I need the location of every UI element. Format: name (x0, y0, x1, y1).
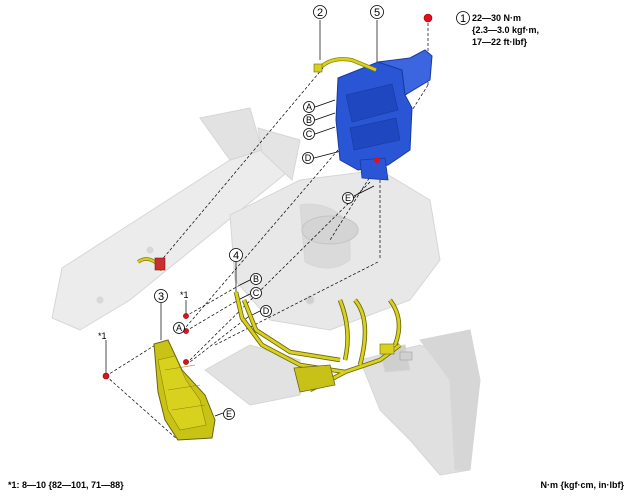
bolt-star-1 (102, 372, 110, 380)
torque-spec: 22—30 N·m {2.3—3.0 kgf·m, 17—22 ft·lbf} (472, 13, 539, 47)
callout-E-top: E (345, 193, 351, 203)
dashed-assembly-lines (105, 18, 429, 441)
callout-D-bottom: D (263, 306, 270, 316)
callout-3: 3 (158, 291, 164, 303)
callout-A-bottom: A (176, 323, 182, 333)
cover-part-3 (153, 339, 216, 441)
bolt-D (183, 359, 189, 365)
callout-1: 1 (460, 13, 466, 25)
callout-C-bottom: C (253, 288, 260, 298)
star-mark-left: *1 (98, 331, 107, 341)
torque-line-1: 22—30 N·m (472, 13, 521, 23)
callout-5: 5 (374, 7, 380, 19)
callout-labels: 2 5 1 3 4 A B C D E B C D A E (158, 7, 466, 419)
torque-line-3: 17—22 ft·lbf} (472, 37, 528, 47)
frame-connector (136, 257, 166, 272)
star-mark-upper: *1 (180, 290, 189, 300)
callout-4: 4 (233, 250, 239, 262)
callout-B-bottom: B (253, 274, 259, 284)
footnote: *1: 8—10 {82—101, 71—88} (8, 480, 124, 490)
callout-A-top: A (306, 102, 312, 112)
control-module-part-5 (335, 49, 433, 181)
bolt-torque-1 (423, 13, 433, 23)
callout-2: 2 (317, 7, 323, 19)
callout-E-bottom: E (226, 409, 232, 419)
callout-D-top: D (305, 153, 312, 163)
ghost-body-structure (51, 107, 481, 476)
bolt-A-1 (183, 313, 189, 319)
harness-part-2 (313, 57, 377, 73)
units-note: N·m {kgf·cm, in·lbf} (540, 480, 624, 490)
callout-circles (154, 5, 470, 420)
torque-line-2: {2.3—3.0 kgf·m, (472, 25, 539, 35)
bolt-marks (102, 13, 433, 380)
callout-C-top: C (306, 129, 313, 139)
wiring-harness-part-4 (233, 291, 413, 393)
callout-B-top: B (306, 115, 312, 125)
star-marks: *1 *1 (98, 290, 189, 341)
